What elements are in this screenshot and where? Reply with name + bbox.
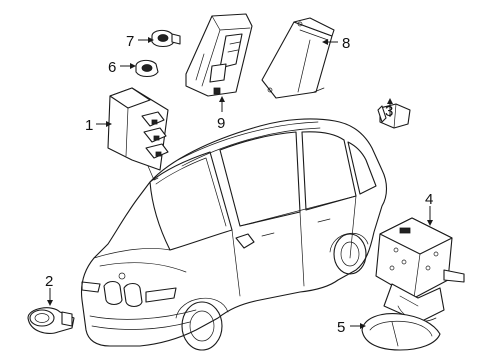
part-9-bracket — [185, 13, 253, 97]
callout-leaders — [47, 37, 433, 329]
callout-5: 5 — [337, 319, 345, 336]
part-2-park-sensor — [27, 307, 75, 335]
callout-6: 6 — [108, 59, 116, 76]
vehicle-suv-illustration — [80, 118, 388, 351]
callout-9: 9 — [217, 115, 225, 132]
part-7-connector — [151, 29, 181, 48]
callout-4: 4 — [425, 191, 433, 208]
callout-1: 1 — [85, 117, 93, 134]
callout-3: 3 — [385, 103, 393, 120]
callout-7: 7 — [126, 33, 134, 50]
part-6-sensor — [135, 59, 159, 78]
part-1-control-module — [107, 87, 169, 181]
callout-8: 8 — [342, 35, 350, 52]
part-3-sensor — [377, 103, 411, 129]
part-5-cover — [361, 313, 441, 351]
part-4-module-bracket — [375, 217, 465, 323]
callout-2: 2 — [45, 273, 53, 290]
part-8-control-unit — [261, 17, 335, 99]
